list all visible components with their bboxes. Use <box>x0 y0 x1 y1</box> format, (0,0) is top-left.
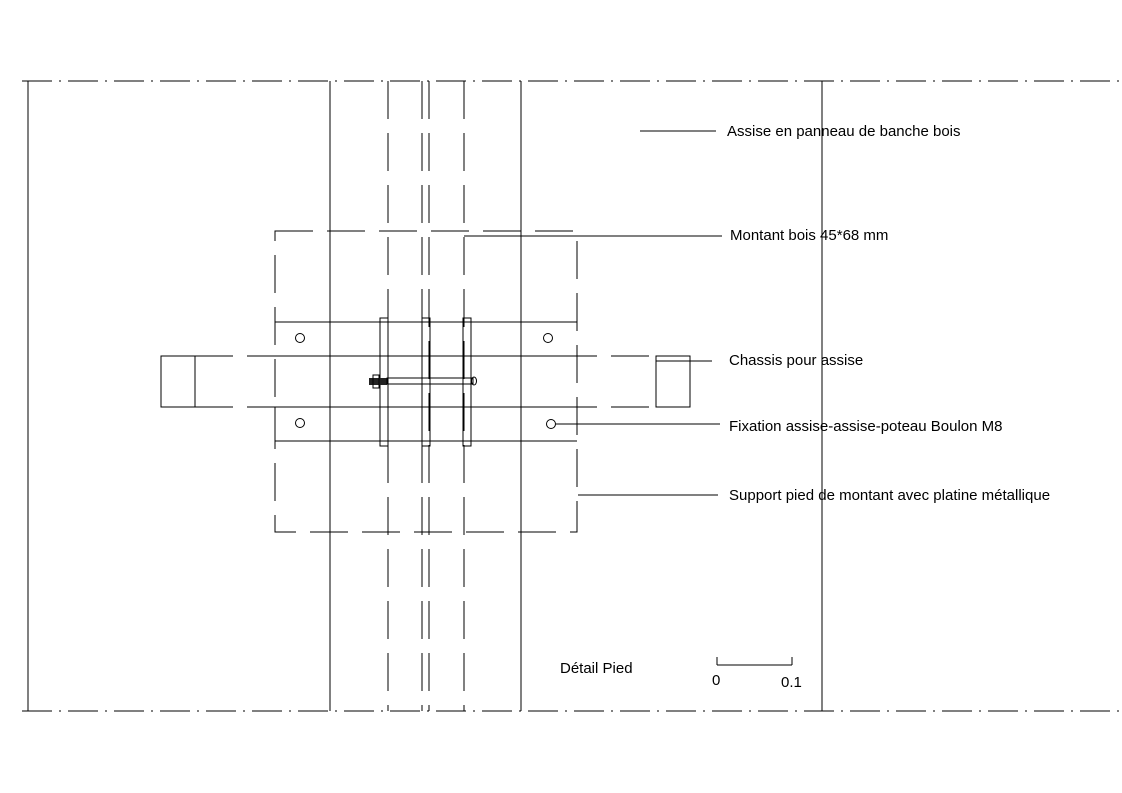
support-outline <box>274 230 578 533</box>
label-fixation: Fixation assise-assise-poteau Boulon M8 <box>729 418 1002 435</box>
label-montant: Montant bois 45*68 mm <box>730 227 888 244</box>
scale-bar <box>716 657 793 666</box>
fixing-plates <box>379 317 472 447</box>
label-support: Support pied de montant avec platine mét… <box>729 487 1050 504</box>
label-chassis: Chassis pour assise <box>729 352 863 369</box>
bolt-holes <box>295 333 556 429</box>
drawing-title: Détail Pied <box>560 660 633 677</box>
leader-lines <box>464 130 722 496</box>
panel-edges <box>27 81 823 711</box>
bolt-m8 <box>369 374 477 389</box>
chassis <box>160 355 691 408</box>
scale-end-label: 0.1 <box>781 674 802 691</box>
label-assise: Assise en panneau de banche bois <box>727 123 961 140</box>
montant-hidden-lines <box>387 81 465 711</box>
scale-start-label: 0 <box>712 672 720 689</box>
platine <box>274 321 577 442</box>
